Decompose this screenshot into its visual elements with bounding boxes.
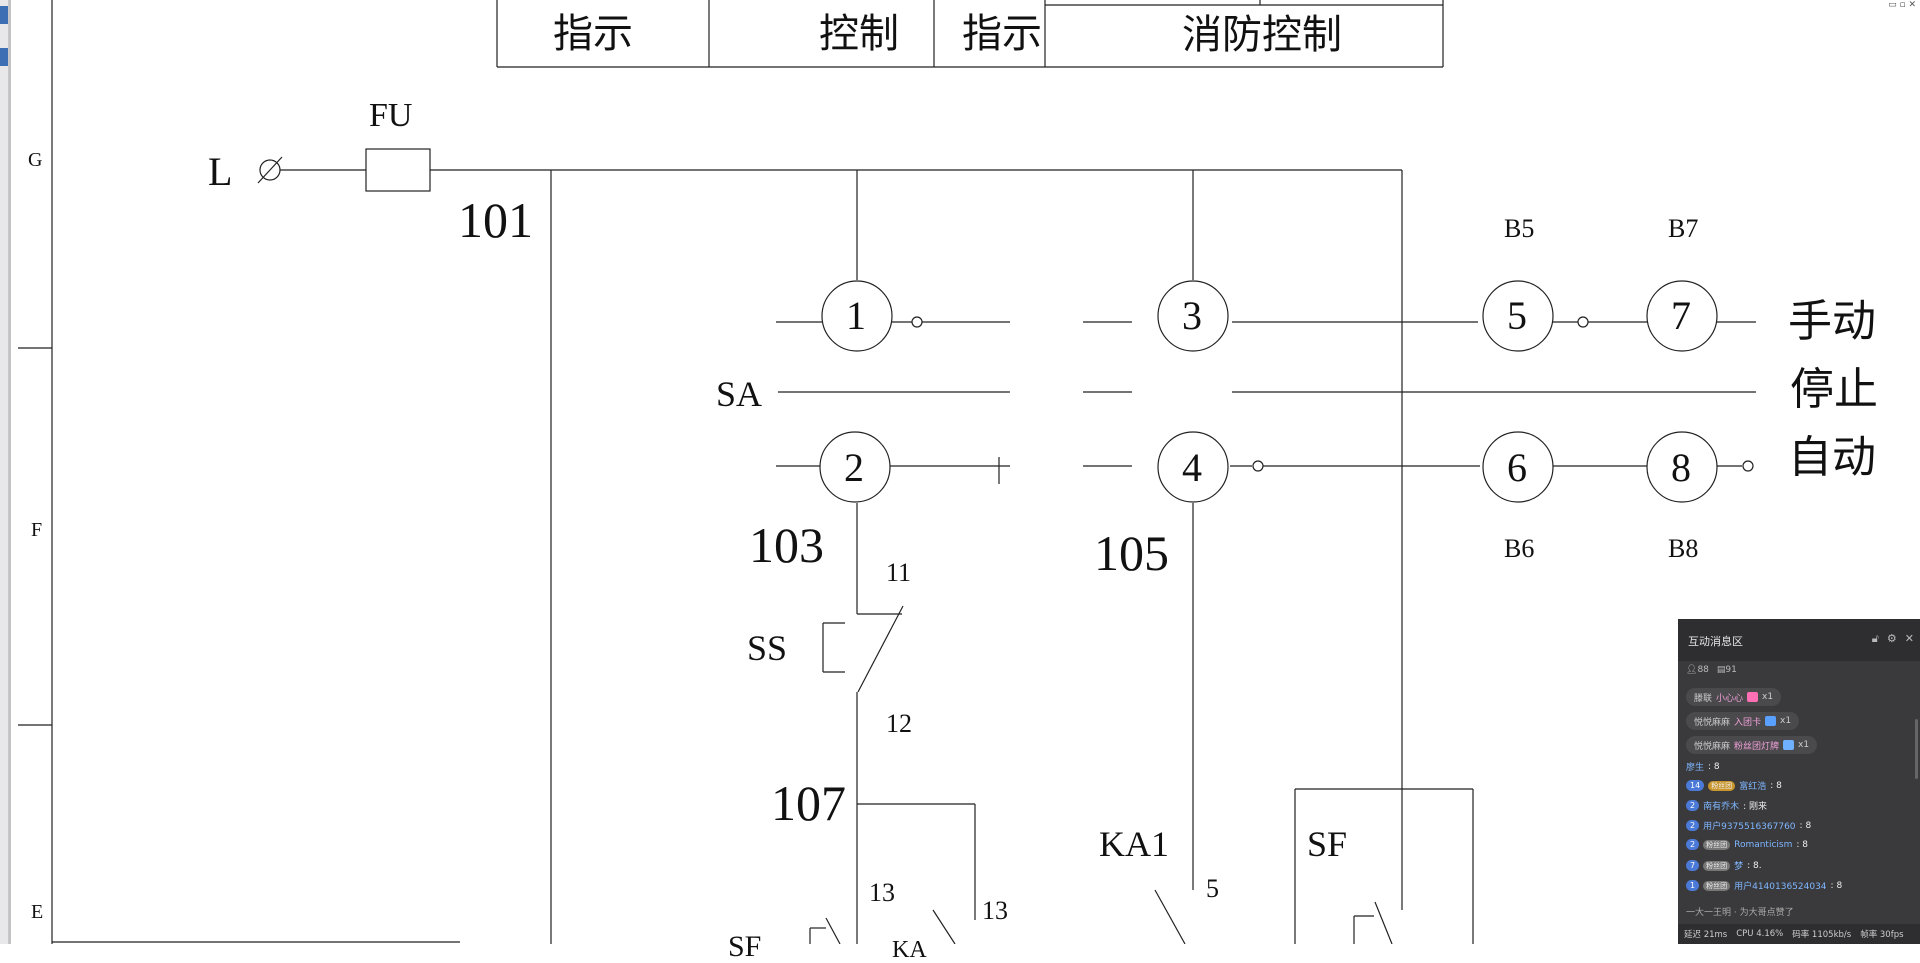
label-SS: SS [747, 628, 788, 668]
relay-KA1-branch [1154, 503, 1194, 944]
table-cell: 指示 [962, 11, 1042, 57]
contact-4 [1157, 431, 1229, 503]
terminal-number: 12 [886, 709, 912, 738]
mode-label-stop: 停止 [1790, 364, 1878, 415]
latency-stat: 延迟 21ms [1684, 930, 1728, 940]
contact-6 [1482, 431, 1554, 503]
label-B8: B8 [1668, 534, 1699, 563]
contact-8 [1646, 431, 1718, 503]
gift-message: 悦悦麻麻入团卡 x1 [1686, 712, 1800, 730]
selector-switch-SA [776, 280, 1756, 503]
contact-number: 2 [844, 445, 864, 490]
chat-message: 2 用户9375516367760: 8 [1686, 819, 1811, 832]
label-B5: B5 [1504, 214, 1535, 243]
wire-number: 107 [771, 775, 846, 831]
terminal-number: 13 [869, 878, 895, 907]
settings-icon[interactable]: ⚙︎ [1886, 632, 1897, 645]
mode-label-auto: 自动 [1788, 432, 1876, 483]
label-KA1: KA1 [1099, 824, 1169, 864]
contact-number: 8 [1671, 445, 1691, 490]
contact-number: 1 [846, 293, 866, 338]
label-SF: SF [1307, 824, 1348, 864]
live-chat-panel: 互动消息区 🔓︎ ⚙︎ ✕ 👤︎88 ▤91 滕联小心心 x1 悦悦麻麻入团卡 … [1678, 619, 1920, 944]
left-toolbar-strip [0, 0, 9, 944]
gift-message: 悦悦麻麻粉丝团灯牌 x1 [1686, 736, 1818, 754]
SF-box [1294, 788, 1474, 944]
label-SA: SA [716, 374, 763, 414]
wire-number: 101 [458, 192, 533, 248]
table-cell: 消防控制 [1182, 12, 1342, 58]
grid-row-label: G [28, 149, 43, 171]
contact-3 [1157, 280, 1229, 352]
item-count: ▤91 [1716, 665, 1737, 675]
heart-gift-icon [1747, 692, 1759, 702]
contact-2 [819, 431, 891, 503]
contact-number: 6 [1507, 445, 1527, 490]
stop-button-SS [809, 503, 976, 944]
chat-scrollbar[interactable] [1915, 719, 1918, 779]
table-cell: 指示 [553, 11, 633, 57]
close-icon[interactable]: ✕ [1904, 632, 1914, 645]
label-L: L [208, 149, 233, 194]
header-table [496, 0, 1444, 68]
toolbar-tab[interactable] [0, 6, 8, 24]
terminal-number: 13 [982, 896, 1008, 925]
contact-1 [821, 280, 893, 352]
chat-stats: 👤︎88 ▤91 [1686, 665, 1737, 675]
label-B7: B7 [1668, 214, 1699, 243]
wire-number: 103 [749, 517, 824, 573]
cpu-stat: CPU 4.16% [1736, 929, 1784, 939]
label-cut: KA [892, 937, 927, 963]
chat-message-partial: 一大一王明 · 为大哥点赞了 [1686, 908, 1794, 918]
gift-message: 滕联小心心 x1 [1686, 688, 1782, 706]
label-cut: SF [728, 930, 762, 963]
label-B6: B6 [1504, 534, 1535, 563]
label-FU: FU [369, 97, 413, 134]
fps-stat: 帧率 30fps [1860, 930, 1904, 940]
lock-icon[interactable]: 🔓︎ [1871, 632, 1879, 645]
terminal-number: 11 [886, 558, 912, 587]
contact-7 [1646, 280, 1718, 352]
contact-number: 4 [1182, 445, 1202, 490]
contact-number: 3 [1182, 293, 1202, 338]
fuse-FU [365, 148, 431, 192]
grid-row-label: E [31, 901, 44, 923]
chat-header: 互动消息区 🔓︎ ⚙︎ ✕ [1678, 619, 1920, 661]
viewer-count: 👤︎88 [1686, 665, 1709, 675]
chat-message: 廖生: 8 [1686, 761, 1720, 774]
contact-number: 5 [1507, 293, 1527, 338]
chat-title: 互动消息区 [1688, 635, 1743, 648]
supply-line [257, 148, 1403, 944]
terminal-number: 5 [1206, 874, 1219, 903]
contact-5 [1482, 280, 1554, 352]
contact-number: 7 [1671, 293, 1691, 338]
mode-label-manual: 手动 [1788, 296, 1876, 347]
wire-number: 105 [1094, 525, 1169, 581]
toolbar-tab[interactable] [0, 48, 8, 66]
card-gift-icon [1765, 716, 1777, 726]
grid-row-label: F [31, 519, 43, 541]
bitrate-stat: 码率 1105kb/s [1792, 930, 1852, 940]
window-controls[interactable]: ▭ ▫ ✕ [1888, 0, 1916, 10]
table-cell: 控制 [819, 11, 899, 57]
lamp-gift-icon [1783, 740, 1795, 750]
chat-message: 2 南有乔木: 刚来 [1686, 799, 1767, 812]
stream-stats-footer: 延迟 21ms CPU 4.16% 码率 1105kb/s 帧率 30fps [1678, 924, 1920, 944]
